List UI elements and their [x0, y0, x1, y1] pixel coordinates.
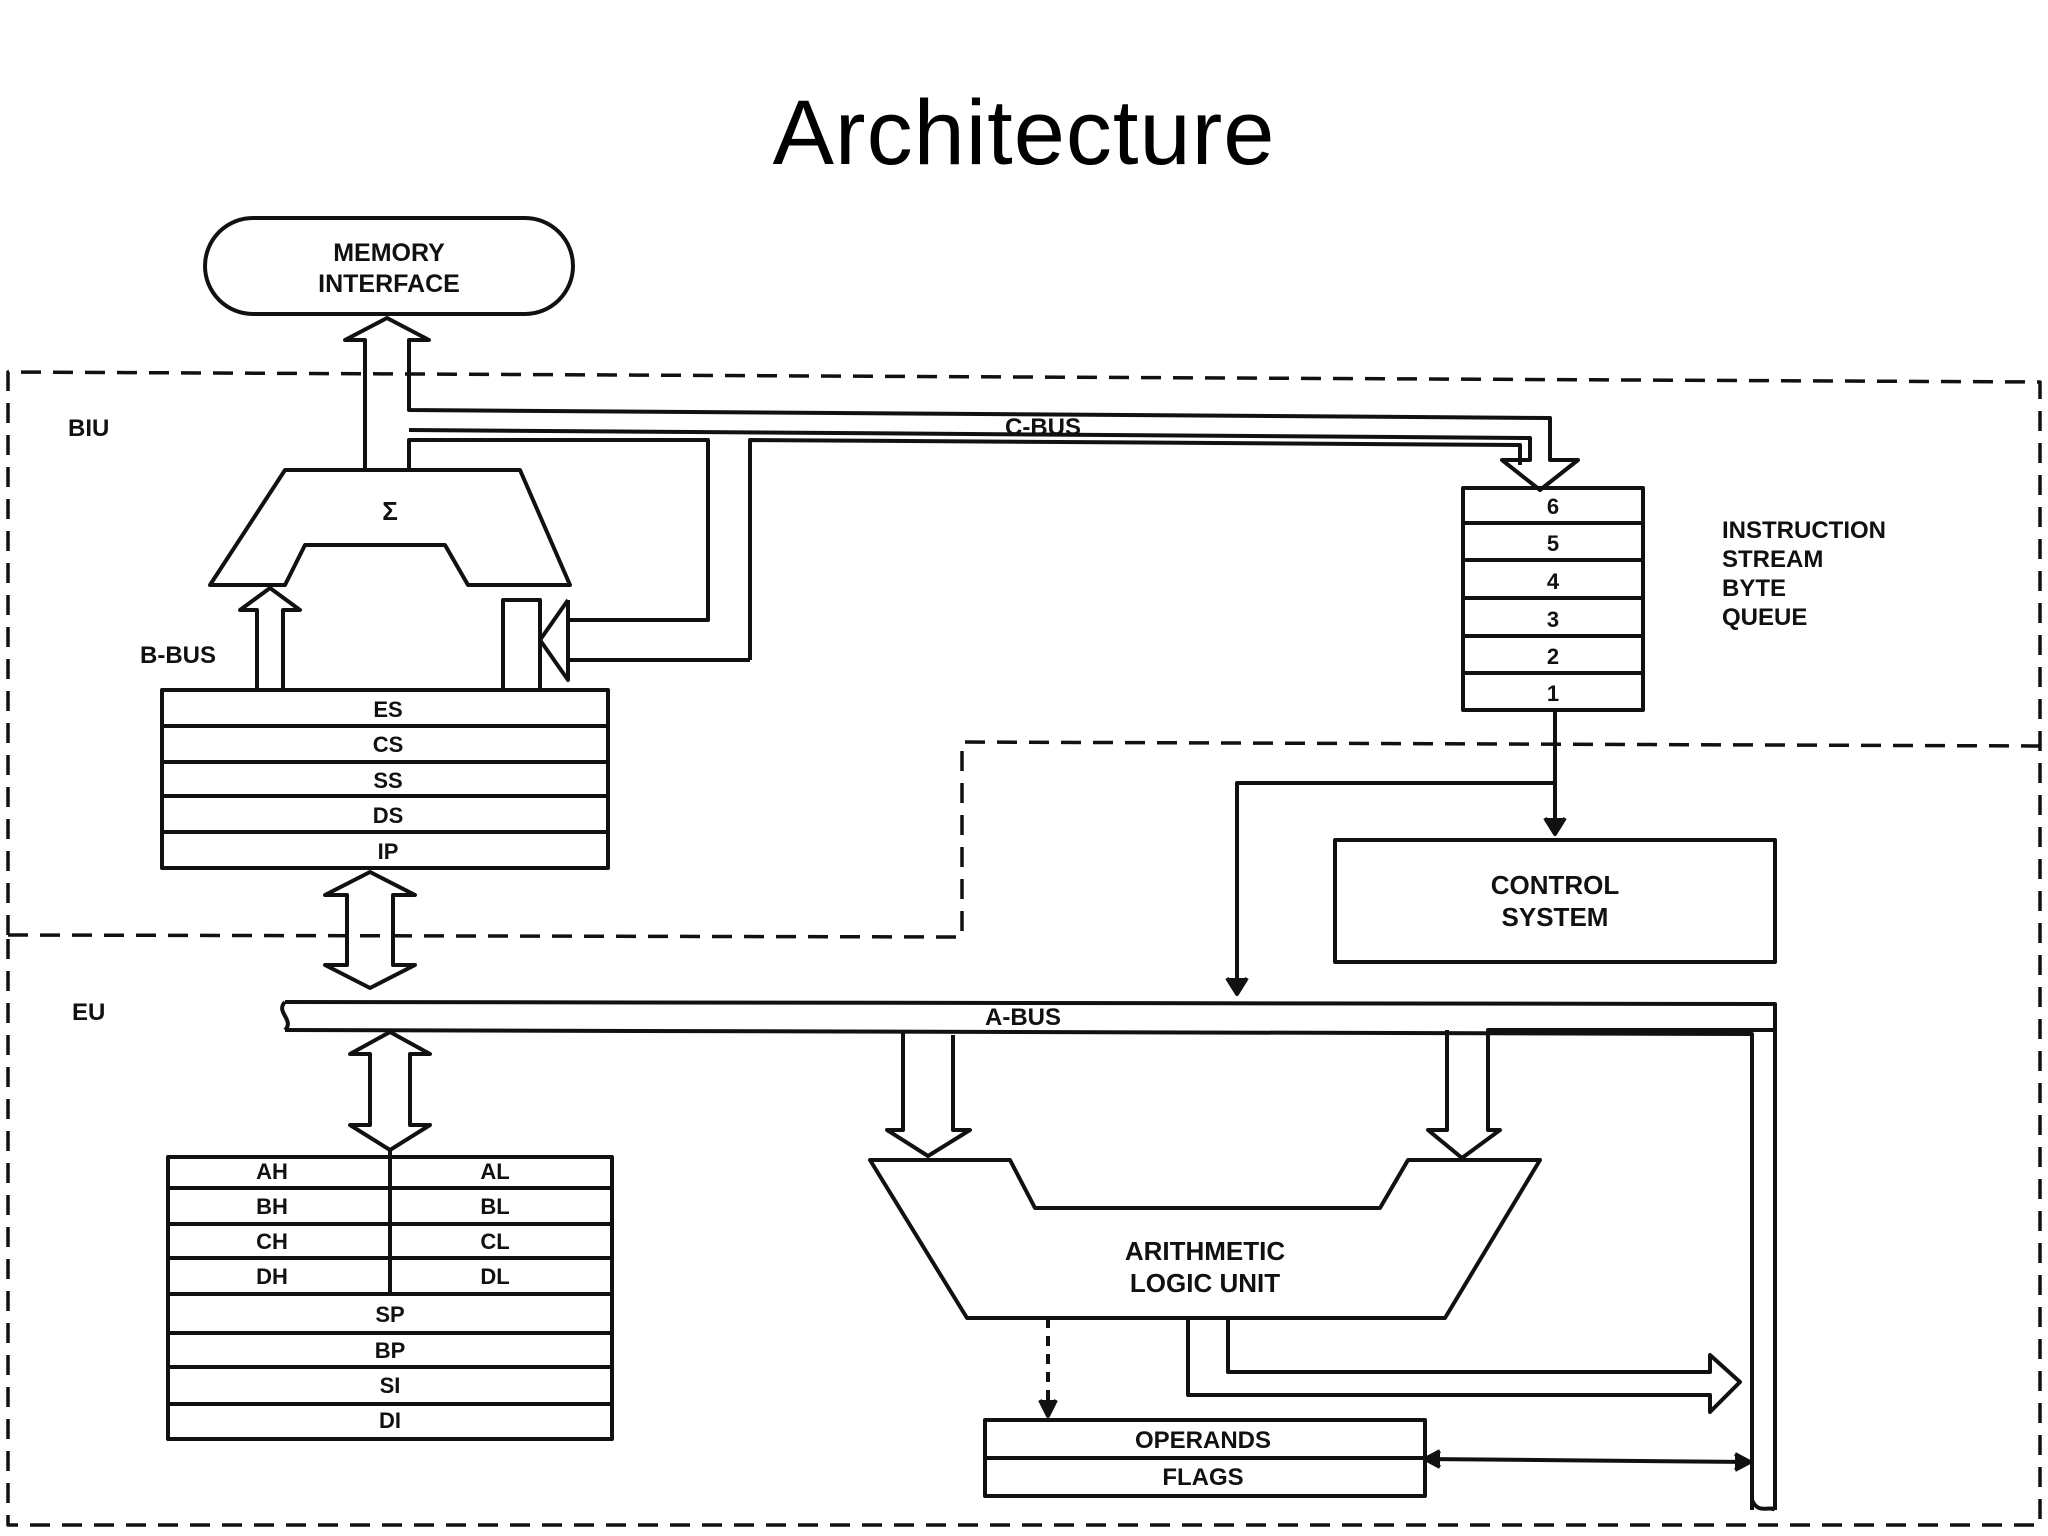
- pointer-register-0: SP: [375, 1302, 404, 1327]
- pointer-register-1: BP: [375, 1338, 406, 1363]
- operands-flags-0: OPERANDS: [1135, 1427, 1271, 1454]
- segment-register-0: ES: [373, 697, 402, 722]
- registers-a-bus-arrow: [348, 1030, 432, 1152]
- operands-flags-1: FLAGS: [1162, 1464, 1243, 1491]
- register-low-0: AL: [480, 1159, 509, 1184]
- register-high-3: DH: [256, 1264, 288, 1289]
- segment-register-1: CS: [373, 732, 404, 757]
- slide-title: Architecture: [772, 82, 1276, 184]
- general-register-file: [166, 1150, 614, 1441]
- alu-label-1: ARITHMETIC: [1125, 1236, 1286, 1266]
- queue-byte-3: 3: [1547, 607, 1559, 632]
- control-system-label-1: CONTROL: [1491, 870, 1620, 900]
- queue-byte-1: 5: [1547, 531, 1559, 556]
- alu-label-2: LOGIC UNIT: [1130, 1268, 1280, 1298]
- segment-register-file: [160, 688, 610, 870]
- register-low-2: CL: [480, 1229, 509, 1254]
- register-low-3: DL: [480, 1264, 509, 1289]
- memory-interface-block: MEMORY INTERFACE: [203, 216, 575, 316]
- queue-byte-0: 6: [1547, 494, 1559, 519]
- segment-register-3: DS: [373, 803, 404, 828]
- register-low-1: BL: [480, 1194, 509, 1219]
- memory-interface-label-2: INTERFACE: [318, 270, 460, 298]
- pointer-register-2: SI: [380, 1373, 401, 1398]
- queue-to-control-arrow: [1225, 710, 1567, 996]
- adder-sigma-symbol: Σ: [382, 496, 398, 526]
- a-bus-label: A-BUS: [985, 1004, 1061, 1031]
- queue-byte-4: 2: [1547, 644, 1559, 669]
- eu-label: EU: [72, 999, 105, 1026]
- alu-operands-dashed-link: [1038, 1318, 1058, 1418]
- c-bus-label: C-BUS: [1005, 414, 1081, 441]
- queue-byte-labels: 6 5 4 3 2 1: [1547, 494, 1560, 706]
- queue-title-line-3: QUEUE: [1722, 604, 1807, 631]
- queue-title-line-2: BYTE: [1722, 575, 1786, 602]
- alu-input-arrows: [885, 1028, 1775, 1160]
- control-system-block: CONTROL SYSTEM: [1333, 838, 1777, 964]
- segment-register-2: SS: [373, 768, 402, 793]
- pointer-register-3: DI: [379, 1408, 401, 1433]
- segment-register-labels: ES CS SS DS IP: [373, 697, 404, 864]
- flags-a-bus-arrow: [1423, 1449, 1752, 1472]
- alu-output-arrow: [1186, 1318, 1742, 1414]
- segment-register-4: IP: [378, 839, 399, 864]
- queue-byte-5: 1: [1547, 681, 1559, 706]
- queue-byte-2: 4: [1547, 569, 1560, 594]
- register-high-1: BH: [256, 1194, 288, 1219]
- c-bus-feedback: [407, 438, 1522, 682]
- a-bus: [280, 1000, 1777, 1512]
- register-high-2: CH: [256, 1229, 288, 1254]
- biu-label: BIU: [68, 415, 109, 442]
- register-high-0: AH: [256, 1159, 288, 1184]
- control-system-label-2: SYSTEM: [1502, 902, 1609, 932]
- instruction-queue: [1461, 486, 1645, 712]
- address-adder: Σ: [208, 468, 572, 587]
- general-register-labels: AH BH CH DH AL BL CL DL SP BP SI DI: [256, 1159, 510, 1433]
- arithmetic-logic-unit: ARITHMETIC LOGIC UNIT: [868, 1158, 1542, 1320]
- operands-flags-labels: OPERANDS FLAGS: [1135, 1427, 1271, 1491]
- biu-region-border: [6, 370, 2042, 1527]
- b-bus-label: B-BUS: [140, 642, 216, 669]
- memory-interface-label-1: MEMORY: [333, 239, 445, 267]
- biu-eu-arrow: [323, 870, 417, 990]
- b-bus-arrow: [238, 586, 542, 690]
- queue-title-line-1: STREAM: [1722, 546, 1823, 573]
- memory-bus-arrow: [343, 316, 1580, 492]
- queue-title-line-0: INSTRUCTION: [1722, 517, 1886, 544]
